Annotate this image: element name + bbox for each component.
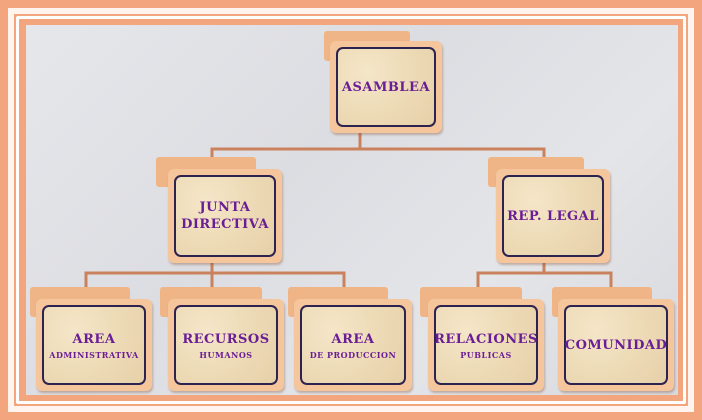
node-recursos-title: RECURSOS bbox=[182, 331, 270, 347]
node-rep-legal-title: REP. LEGAL bbox=[507, 208, 599, 224]
node-junta-title-line1: JUNTA bbox=[199, 200, 251, 215]
node-junta-directiva: JUNTA DIRECTIVA bbox=[156, 157, 284, 263]
node-junta-title-line2: DIRECTIVA bbox=[181, 217, 269, 232]
node-relaciones-publicas: RELACIONES PUBLICAS bbox=[420, 287, 544, 391]
node-area-prod-title: AREA bbox=[331, 331, 375, 347]
node-comunidad-title: COMUNIDAD bbox=[564, 337, 668, 353]
node-recursos-humanos: RECURSOS HUMANOS bbox=[160, 287, 284, 391]
node-asamblea: ASAMBLEA bbox=[324, 31, 444, 133]
node-area-admin-title: AREA bbox=[72, 331, 116, 347]
node-recursos-subtitle: HUMANOS bbox=[199, 349, 253, 360]
node-asamblea-title: ASAMBLEA bbox=[341, 79, 431, 95]
connector-lines bbox=[84, 128, 613, 289]
org-chart: ASAMBLEA JUNTA DIRECTIVA REP. LEGAL AREA… bbox=[26, 25, 678, 395]
node-area-admin-subtitle: ADMINISTRATIVA bbox=[49, 349, 139, 360]
node-area-produccion: AREA DE PRODUCCION bbox=[288, 287, 412, 391]
node-rep-legal: REP. LEGAL bbox=[488, 157, 610, 263]
node-area-prod-subtitle: DE PRODUCCION bbox=[309, 349, 397, 360]
node-area-administrativa: AREA ADMINISTRATIVA bbox=[30, 287, 154, 391]
inner-frame bbox=[16, 16, 686, 404]
node-relaciones-subtitle: PUBLICAS bbox=[460, 349, 512, 360]
node-comunidad: COMUNIDAD bbox=[552, 287, 676, 391]
node-relaciones-title: RELACIONES bbox=[434, 331, 538, 347]
